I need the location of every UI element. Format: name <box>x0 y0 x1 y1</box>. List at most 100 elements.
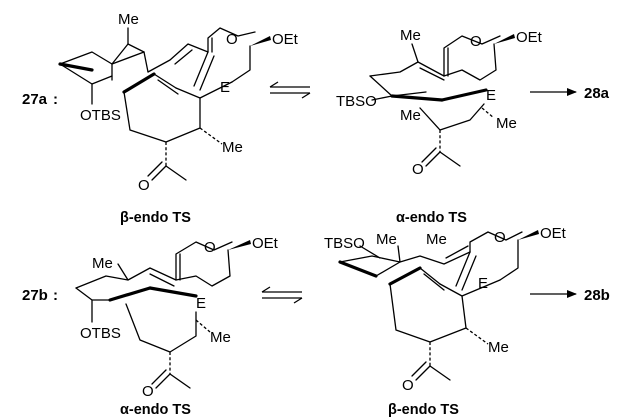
ring-upper <box>339 251 471 265</box>
oet-wedge <box>228 240 251 250</box>
acetyl-methyl <box>169 373 191 389</box>
ring-oxygen-label: O <box>204 239 216 256</box>
pyran-top <box>207 27 256 53</box>
ring-lower <box>369 75 427 97</box>
alkene-thick <box>388 266 422 286</box>
ring-edge-a <box>111 43 129 65</box>
ester-e-label: E <box>220 79 230 96</box>
carbonyl-double <box>151 369 167 385</box>
methyl-label-2: Me <box>222 139 243 156</box>
methyl-dash <box>199 127 223 145</box>
ester-e-label: E <box>196 295 206 312</box>
carbonyl-bond <box>155 373 171 389</box>
acetyl-methyl <box>165 165 187 181</box>
dienophile-bond <box>193 51 209 87</box>
compound-label-27a: 27a <box>22 91 48 108</box>
oet-wedge <box>494 34 515 44</box>
structure-27a-beta-endo-ts: 27a : Me OTBS O OEt E <box>22 11 299 226</box>
dienophile-double <box>461 255 477 291</box>
lower-ring-top <box>439 279 501 297</box>
ring-lower <box>75 287 111 301</box>
otbs-label: OTBS <box>80 325 121 342</box>
oet-label: OEt <box>516 29 543 46</box>
ring-junction-bond <box>143 51 149 73</box>
equilibrium-arrow-row1 <box>269 81 311 99</box>
carbonyl-double <box>421 147 437 163</box>
methyl-dash <box>481 107 495 119</box>
product-label-28b: 28b <box>584 287 610 304</box>
dienophile-double <box>199 55 215 91</box>
pyran-bottom <box>499 239 519 281</box>
methyl-label-3: Me <box>496 115 517 132</box>
oet-wedge <box>518 230 539 240</box>
methyl-label: Me <box>400 27 421 44</box>
colon-separator: : <box>53 91 58 108</box>
equilibrium-arrow-row2 <box>261 286 303 304</box>
ring-upper <box>369 61 445 77</box>
pyran-top <box>469 231 523 253</box>
thick-edge-2 <box>440 88 488 102</box>
carbonyl-double <box>411 361 427 377</box>
pyran-bottom <box>231 45 251 83</box>
structure-27b-alpha-endo-ts: 27b : Me OTBS O OEt E Me O α-endo TS <box>22 235 279 418</box>
oet-label: OEt <box>252 235 279 252</box>
ring-upper <box>75 267 177 289</box>
methyl-bond <box>117 263 129 281</box>
ring-oxygen-label: O <box>470 33 482 50</box>
alkene-double <box>157 79 179 95</box>
structure-27b-beta-endo-ts: TBSO Me Me O OEt E Me O β-endo TS <box>324 225 567 418</box>
carbonyl-oxygen: O <box>142 383 154 400</box>
tbso-bond <box>371 95 393 101</box>
alkene-bond <box>153 73 177 89</box>
diene-chain <box>147 43 209 73</box>
structure-27a-alpha-endo-ts: TBSO Me O OEt E Me Me O α-endo TS <box>336 27 543 226</box>
carbonyl-double <box>147 161 163 177</box>
methyl-label: Me <box>376 231 397 248</box>
thick-edge-1 <box>390 94 444 102</box>
methyl-label-2: Me <box>426 231 447 248</box>
ts-label-top-left: β-endo TS <box>120 210 191 226</box>
methyl-label: Me <box>92 255 113 272</box>
oet-label: OEt <box>540 225 567 242</box>
ring-oxygen-label: O <box>494 229 506 246</box>
diene-double <box>445 245 469 259</box>
carbonyl-oxygen: O <box>138 177 150 194</box>
methyl-bond <box>411 43 419 63</box>
me-to-ring <box>127 43 145 53</box>
left-ring-top <box>59 51 145 65</box>
methyl-label: Me <box>118 11 139 28</box>
lower-ring <box>123 91 201 143</box>
ester-e-label: E <box>478 275 488 292</box>
methyl-label-3: Me <box>488 339 509 356</box>
compound-label-27b: 27b <box>22 287 48 304</box>
acetyl-methyl <box>429 365 451 381</box>
ester-e-label: E <box>486 87 496 104</box>
pyran-bottom <box>443 43 497 81</box>
ring-double <box>419 67 445 81</box>
carbonyl-oxygen: O <box>402 377 414 394</box>
carbonyl-bond <box>151 165 167 181</box>
ring-oxygen-label: O <box>226 31 238 48</box>
ts-label-bottom-left: α-endo TS <box>120 402 191 418</box>
methyl-bond <box>397 245 401 263</box>
tbso-label: TBSO <box>324 235 365 252</box>
left-ring-front-edge <box>58 62 94 72</box>
colon-separator: : <box>53 287 58 304</box>
carbonyl-bond <box>415 365 431 381</box>
lower-ring <box>419 103 485 131</box>
product-label-28a: 28a <box>584 85 610 102</box>
lower-ring <box>125 303 197 353</box>
ts-label-bottom-right: β-endo TS <box>388 402 459 418</box>
tbso-label: TBSO <box>336 93 377 110</box>
ring-double <box>149 273 175 287</box>
methyl-dash <box>195 319 211 333</box>
ring-edge <box>375 261 401 277</box>
otbs-label: OTBS <box>80 107 121 124</box>
alkene-bond <box>419 267 441 285</box>
methyl-label-2: Me <box>400 107 421 124</box>
oet-label: OEt <box>272 31 299 48</box>
carbonyl-bond <box>425 151 441 167</box>
thick-edge-1 <box>338 260 378 278</box>
acetyl-methyl <box>439 151 461 167</box>
